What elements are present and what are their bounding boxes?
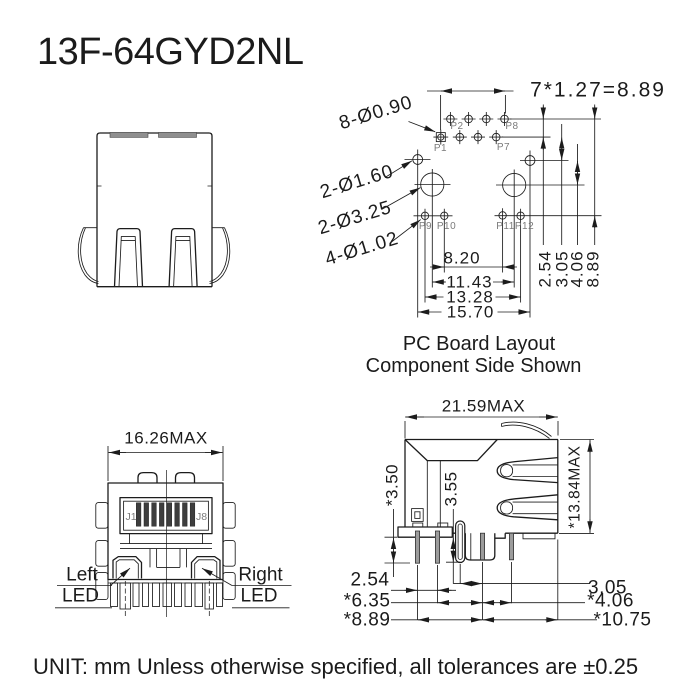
pcb-caption-line1: PC Board Layout (402, 333, 556, 355)
dim-1143-label: 11.43 (446, 272, 493, 292)
dim-889-label: 8.89 (583, 250, 603, 288)
front-view-drawing (55, 446, 292, 617)
side-width-dim-label: 21.59MAX (441, 396, 526, 415)
side-dim-254-label: 2.54 (350, 569, 390, 590)
dim-1328-label: 13.28 (446, 287, 494, 307)
dim-254-label: 2.54 (535, 250, 554, 288)
bottom-comb (110, 582, 223, 610)
jack-pin-j8-label: J8 (195, 510, 208, 523)
pin-label-p12: P12 (514, 221, 535, 232)
top-view-drawing (77, 132, 231, 288)
pin-label-p2: P2 (450, 120, 464, 132)
pcb-layout-drawing (381, 88, 602, 318)
pin-label-p1: P1 (433, 142, 448, 154)
contact-pins (136, 502, 196, 527)
side-view-drawing (384, 414, 597, 623)
side-dim-406-label: *4.06 (587, 590, 634, 611)
side-dim-350-label: *3.50 (382, 463, 401, 507)
front-width-dim-label: 16.26MAX (124, 428, 208, 447)
jack-pin-j1-label: J1 (125, 510, 137, 523)
side-dim-635-label: *6.35 (343, 590, 391, 611)
left-led-label-line2: LED (62, 585, 99, 607)
pin-label-p11: P11 (496, 220, 515, 232)
tolerance-note: UNIT: mm Unless otherwise specified, all… (33, 654, 639, 679)
side-height-dim-label: *13.84MAX (565, 445, 583, 528)
side-dim-355-label: 3.55 (441, 471, 461, 507)
pin-label-p9: P9 (418, 221, 433, 232)
pcb-caption-line2: Component Side Shown (365, 355, 582, 377)
right-led-label-line2: LED (240, 585, 278, 606)
pin-label-p7: P7 (496, 141, 511, 153)
dim-1570-label: 15.70 (446, 302, 495, 322)
side-dim-1075-label: *10.75 (593, 609, 652, 630)
dim-820-label: 8.20 (443, 248, 481, 268)
right-led-label-line1: Right (238, 564, 283, 585)
side-dim-305-label: 3.05 (588, 577, 627, 598)
side-dim-889-label: *8.89 (343, 609, 391, 630)
pin-label-p8: P8 (505, 120, 519, 132)
dim-pitch-label: 7*1.27=8.89 (530, 78, 666, 102)
part-number-title: 13F-64GYD2NL (37, 31, 304, 73)
left-led-label-line1: Left (66, 564, 98, 585)
pin-label-p10: P10 (436, 221, 457, 232)
